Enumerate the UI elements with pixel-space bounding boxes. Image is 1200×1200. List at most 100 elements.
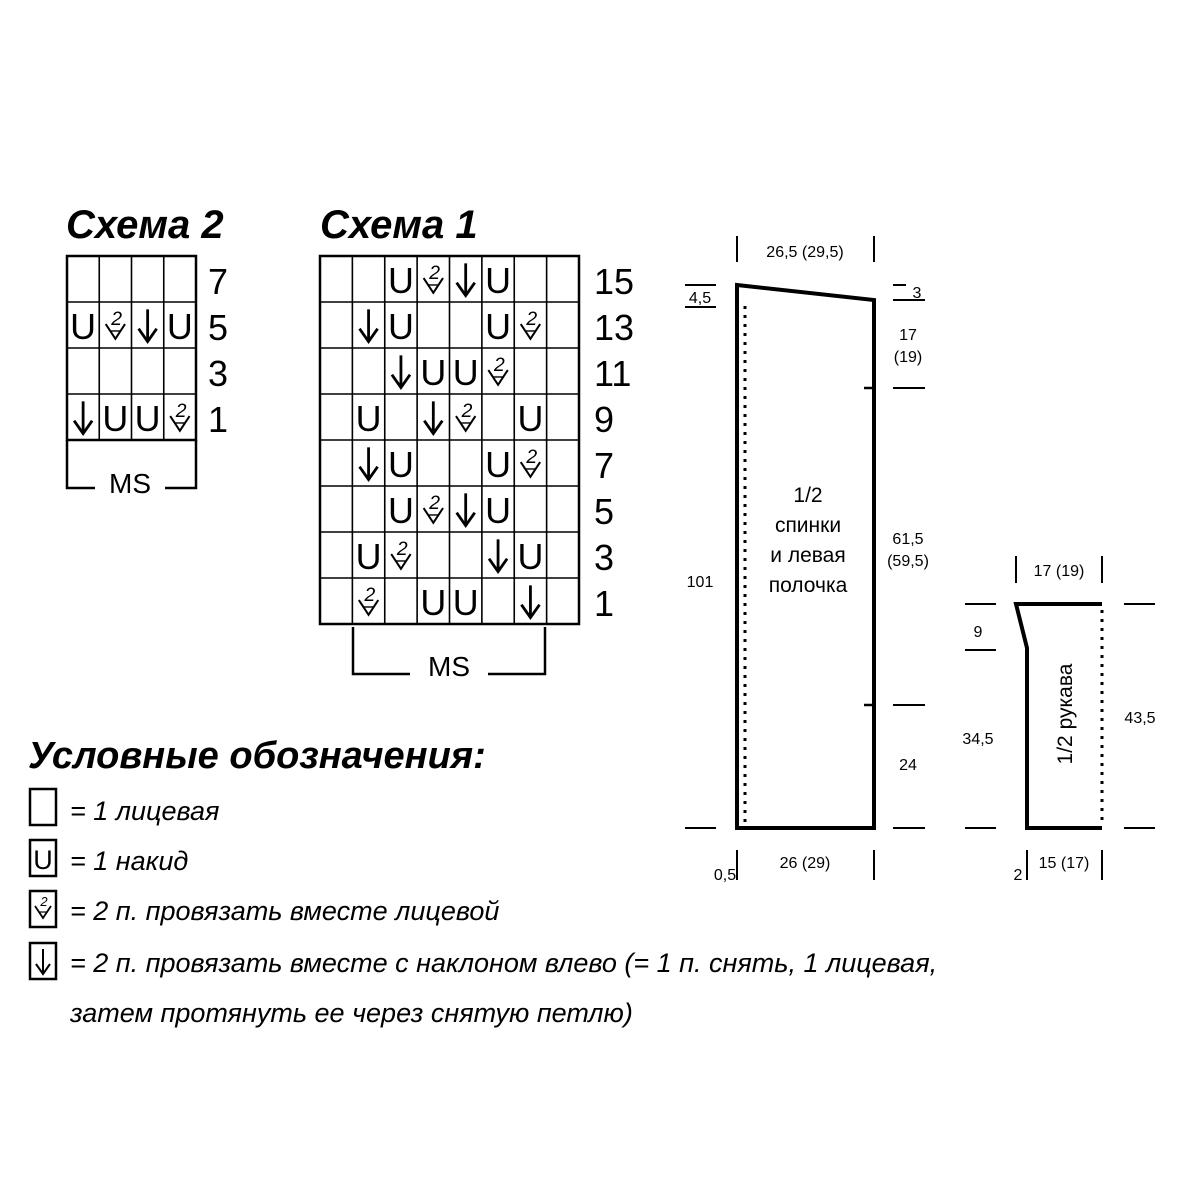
back-right-drop: 3 — [913, 285, 922, 302]
ssk-icon — [72, 401, 94, 436]
ssk-symbol-frame — [28, 941, 58, 981]
svg-text:U: U — [356, 537, 382, 577]
svg-text:U: U — [453, 583, 479, 623]
svg-text:2: 2 — [39, 894, 48, 909]
scheme-2-row-numbers: 7 5 3 1 — [208, 261, 228, 440]
back-bottom-left: 0,5 — [714, 867, 736, 884]
svg-text:U: U — [135, 399, 161, 439]
svg-text:U: U — [420, 583, 446, 623]
yo-icon: U — [356, 399, 382, 439]
scheme-1-ms-bracket: MS — [351, 627, 547, 682]
svg-text:U: U — [517, 399, 543, 439]
yo-symbol-frame — [28, 838, 58, 878]
k2tog-icon: 2 — [169, 401, 191, 433]
legend: Условные обозначения: = 1 лицевая U = 1 … — [28, 735, 937, 1028]
yo-icon: U — [388, 491, 414, 531]
row-number: 3 — [208, 353, 228, 394]
row-number: 7 — [208, 261, 228, 302]
row-number: 3 — [594, 537, 614, 578]
scheme-2-ms-bracket: MS — [65, 440, 198, 499]
sleeve-bottom-width: 15 (17) — [1039, 855, 1090, 872]
svg-text:2: 2 — [493, 355, 505, 376]
k2tog-symbol-frame — [28, 889, 58, 929]
row-number: 5 — [208, 307, 228, 348]
legend-k2tog-text: = 2 п. провязать вместе лицевой — [70, 896, 499, 926]
back-bottom-rib: 24 — [899, 757, 917, 774]
k2tog-icon: 2 — [519, 309, 541, 341]
legend-yo: U = 1 накид — [28, 838, 188, 878]
sleeve-pattern: 17 (19) 9 34,5 43,5 15 (17) 2 1/2 рукава — [962, 556, 1156, 884]
svg-text:U: U — [485, 261, 511, 301]
svg-text:2: 2 — [396, 539, 408, 560]
yo-icon: U — [388, 445, 414, 485]
k2tog-icon: 2 — [104, 309, 126, 341]
sleeve-right-height: 43,5 — [1124, 710, 1155, 727]
svg-text:U: U — [420, 353, 446, 393]
back-total-height: 101 — [687, 574, 714, 591]
scheme-2-title: Схема 2 — [66, 203, 224, 247]
svg-text:и левая: и левая — [770, 544, 845, 567]
svg-text:2: 2 — [525, 309, 537, 330]
ssk-icon — [487, 539, 509, 574]
back-top-width: 26,5 (29,5) — [766, 244, 843, 261]
svg-text:U: U — [356, 399, 382, 439]
svg-text:U: U — [102, 399, 128, 439]
back-middle-a: 61,5 — [892, 531, 923, 548]
ssk-arrow-icon — [35, 949, 51, 976]
scheme-2-ms-label: MS — [109, 468, 151, 499]
k2tog-icon: 2 — [390, 539, 412, 571]
knit-symbol-icon — [28, 787, 58, 827]
legend-knit: = 1 лицевая — [28, 787, 219, 827]
back-pattern: 26,5 (29,5) 4,5 3 17 (19) 61,5 (59,5) 24… — [685, 236, 929, 884]
yo-icon: U — [356, 537, 382, 577]
yo-icon: U — [485, 307, 511, 347]
back-shoulder-a: 17 — [899, 327, 917, 344]
back-left-drop: 4,5 — [689, 290, 711, 307]
ssk-icon — [455, 493, 476, 528]
row-number: 5 — [594, 491, 614, 532]
svg-text:2: 2 — [525, 447, 537, 468]
back-pattern-outline — [735, 282, 876, 830]
yo-icon: U — [517, 537, 543, 577]
svg-text:полочка: полочка — [769, 574, 848, 597]
back-middle-b: (59,5) — [887, 553, 929, 570]
k2tog-icon: 2 — [422, 263, 444, 295]
svg-text:2: 2 — [428, 493, 440, 514]
k2tog-icon: 2 — [422, 493, 444, 525]
row-number: 1 — [208, 399, 228, 440]
yo-icon: U — [388, 261, 414, 301]
row-number: 13 — [594, 307, 634, 348]
scheme-1-title: Схема 1 — [320, 203, 478, 247]
yo-icon: U — [485, 491, 511, 531]
svg-text:U: U — [485, 307, 511, 347]
yo-icon: U — [485, 445, 511, 485]
svg-text:U: U — [485, 491, 511, 531]
scheme-1-ms-label: MS — [428, 651, 470, 682]
ssk-icon — [358, 447, 379, 482]
legend-title: Условные обозначения: — [28, 735, 486, 777]
legend-ssk-text: = 2 п. провязать вместе с наклоном влево… — [70, 948, 937, 978]
svg-text:U: U — [388, 445, 414, 485]
svg-text:U: U — [388, 307, 414, 347]
row-number: 11 — [594, 353, 631, 394]
sleeve-top-width: 17 (19) — [1034, 563, 1085, 580]
k2tog-icon: 2 — [487, 355, 509, 387]
yo-icon: U — [135, 399, 161, 439]
ssk-icon — [423, 401, 444, 436]
yo-icon: U — [453, 353, 479, 393]
svg-text:U: U — [388, 261, 414, 301]
svg-text:2: 2 — [428, 263, 440, 284]
yo-icon: U — [167, 307, 193, 347]
yo-symbol-icon: U — [33, 845, 53, 875]
svg-text:U: U — [167, 307, 193, 347]
k2tog-icon: 2 — [519, 447, 541, 479]
k2tog-icon: 2 — [358, 585, 380, 617]
k2tog-icon: 2 — [455, 401, 477, 433]
sleeve-left-height: 34,5 — [962, 731, 993, 748]
yo-icon: U — [453, 583, 479, 623]
